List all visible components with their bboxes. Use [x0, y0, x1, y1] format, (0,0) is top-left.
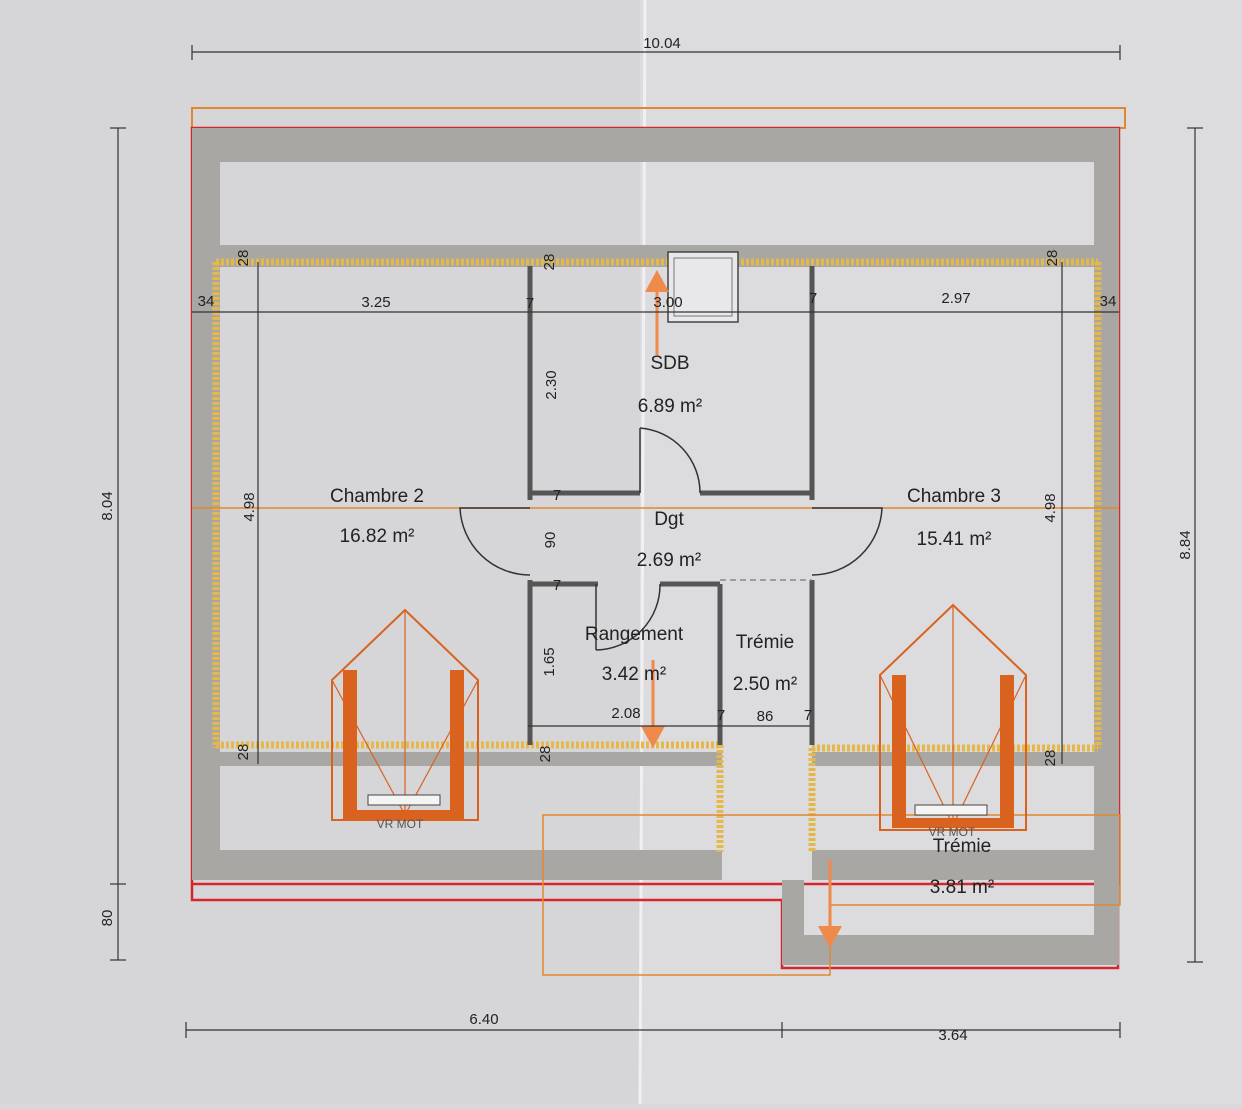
room-rangement-name: Rangement: [585, 624, 684, 645]
dim-bottom-left: 6.40: [469, 1011, 498, 1028]
dim-left-height: 8.04: [99, 491, 116, 520]
dim-partition-c: 7: [553, 487, 561, 504]
dim-ins-top-1: 28: [235, 250, 252, 267]
room-tremie-stair-area: 2.50 m²: [733, 674, 797, 695]
dim-partition-f: 7: [804, 707, 812, 724]
dim-rangement-width: 2.08: [611, 705, 640, 722]
room-dgt-name: Dgt: [654, 509, 684, 530]
velux-right: [879, 603, 1027, 831]
arrow-down-icon: [641, 660, 842, 948]
vr-mot-left-label: VR MOT: [377, 817, 424, 831]
dim-partition-d: 7: [553, 577, 561, 594]
partitions: [527, 266, 815, 745]
roof-window-icon: [667, 251, 739, 323]
arrow-up-icon: [645, 270, 669, 355]
paper-fold: [638, 0, 647, 1105]
dim-sdb-depth: 2.30: [543, 370, 560, 399]
dimension-lines: [110, 45, 1203, 1038]
dim-ins-top-3: 28: [1044, 250, 1061, 267]
dim-lower-left: 80: [99, 910, 116, 927]
dim-overall-width: 10.04: [643, 35, 681, 52]
insulation: [212, 258, 1102, 852]
dim-bottom-right: 3.64: [938, 1027, 967, 1044]
dim-wall-right: 34: [1100, 293, 1117, 310]
dim-sdb-width: 3.00: [653, 294, 682, 311]
dim-tremie-width: 86: [757, 708, 774, 725]
door-swing-icon: [459, 427, 883, 651]
dim-wall-left: 34: [198, 293, 215, 310]
room-dgt-area: 2.69 m²: [637, 550, 701, 571]
dim-ins-top-2: 28: [541, 254, 558, 271]
room-tremie-lower-area: 3.81 m²: [930, 877, 994, 898]
velux-left: [331, 608, 479, 821]
room-chambre2-name: Chambre 2: [330, 486, 424, 507]
room-sdb-name: SDB: [650, 353, 689, 374]
dim-dgt-depth: 90: [542, 532, 559, 549]
dim-chambre3-width: 2.97: [941, 290, 970, 307]
room-rangement-area: 3.42 m²: [602, 664, 666, 685]
dim-right-height: 8.84: [1177, 530, 1194, 559]
room-chambre3-name: Chambre 3: [907, 486, 1001, 507]
room-sdb-area: 6.89 m²: [638, 396, 702, 417]
vr-mot-right-label: VR MOT: [929, 825, 976, 839]
dim-chambre2-width: 3.25: [361, 294, 390, 311]
paper-left-half: [0, 0, 640, 1104]
dim-partition-e: 7: [717, 707, 725, 724]
room-tremie-lower-name: Trémie: [933, 836, 991, 857]
dim-chambre2-depth: 4.98: [241, 492, 258, 521]
dim-ins-bot-2: 28: [537, 746, 554, 763]
roof-outline-top: [191, 107, 1126, 129]
dim-rangement-depth: 1.65: [541, 647, 558, 676]
room-tremie-stair-name: Trémie: [736, 632, 794, 653]
dim-ins-bot-3: 28: [1042, 750, 1059, 767]
dim-chambre3-depth: 4.98: [1042, 493, 1059, 522]
dim-partition-a: 7: [526, 295, 534, 312]
room-chambre2-area: 16.82 m²: [340, 526, 415, 547]
room-chambre3-area: 15.41 m²: [917, 529, 992, 550]
dim-partition-b: 7: [809, 290, 817, 307]
dim-ins-bot-1: 28: [235, 744, 252, 761]
